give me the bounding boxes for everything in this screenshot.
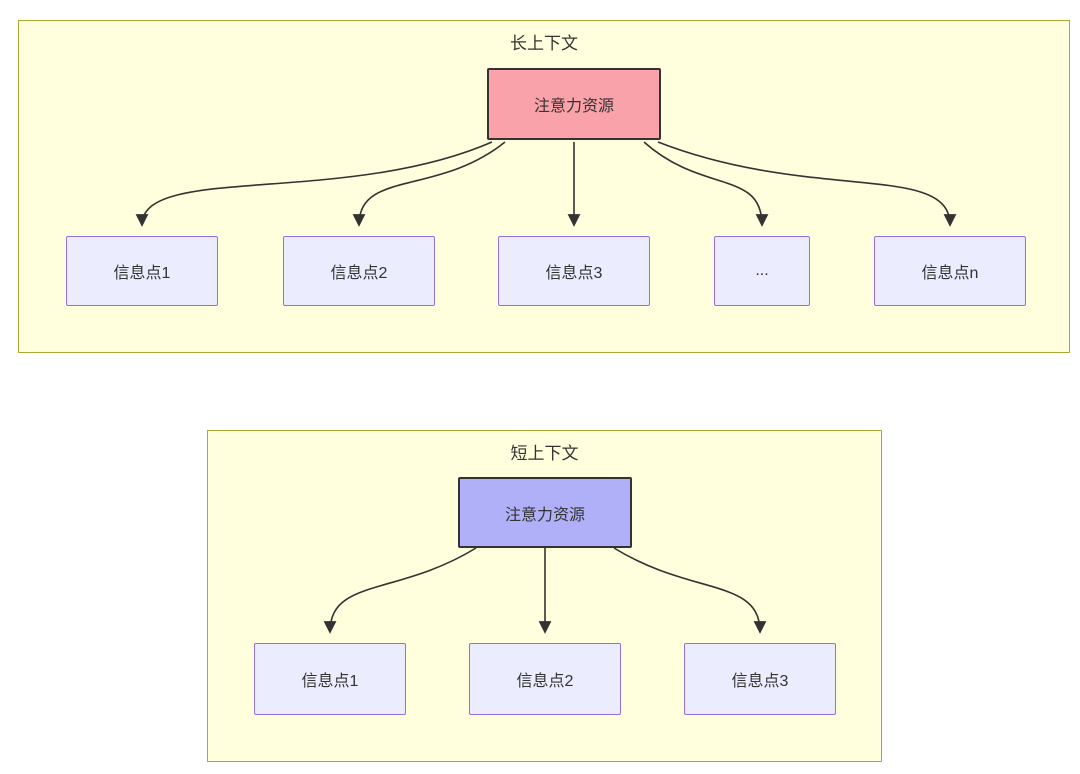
long-attention-resource-node: 注意力资源 [487,68,661,140]
short-context-cluster-title: 短上下文 [510,444,579,463]
long-info-node-3: 信息点3 [498,236,650,306]
short-info-node-2: 信息点2 [469,643,621,715]
long-info-node-2: 信息点2 [283,236,435,306]
long-context-cluster-title: 长上下文 [510,34,578,53]
short-info-node-3: 信息点3 [684,643,836,715]
long-info-node-ellipsis: ... [714,236,810,306]
long-info-node-1: 信息点1 [66,236,218,306]
short-attention-resource-node: 注意力资源 [458,477,632,548]
short-info-node-1: 信息点1 [254,643,406,715]
long-info-node-n: 信息点n [874,236,1026,306]
